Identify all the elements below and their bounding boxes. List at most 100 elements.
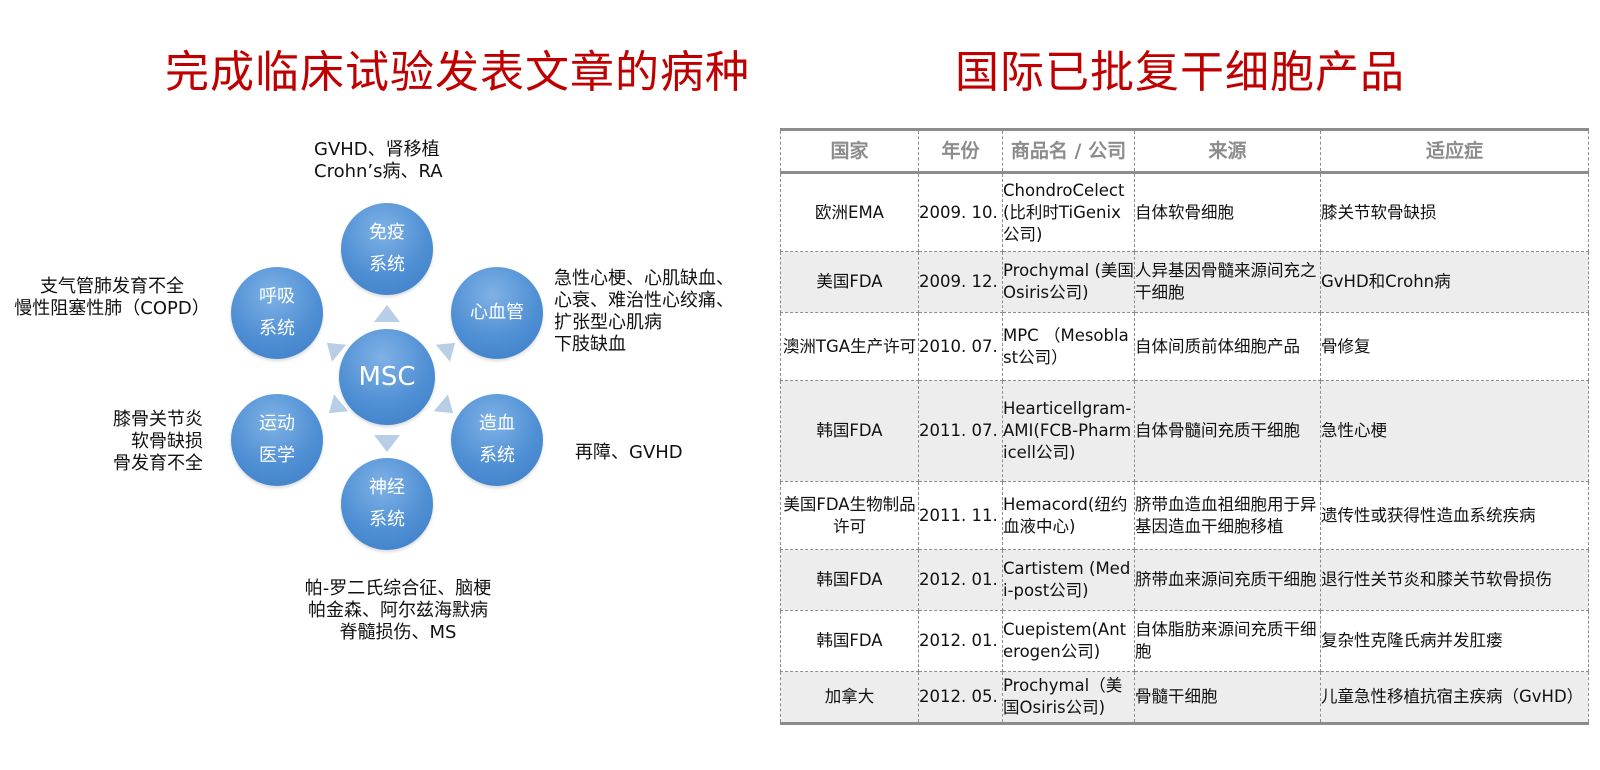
cardio-label: 心血管 (470, 302, 524, 323)
immune-annotation: GVHD、肾移植 Crohn’s病、RA (314, 139, 443, 183)
annotation-line: 心衰、难治性心绞痛、 (554, 290, 734, 311)
cell-year: 2011. 07. (918, 380, 1003, 482)
cell-source: 脐带血造血祖细胞用于异基因造血干细胞移植 (1134, 481, 1321, 550)
annotation-line: 脊髓损伤、MS (339, 622, 457, 643)
header-source: 来源 (1134, 129, 1321, 174)
annotation-line: 慢性阻塞性肺（COPD） (14, 298, 210, 319)
cell-source: 人异基因骨髓来源间充之干细胞 (1134, 251, 1321, 313)
motor-annotation: 膝骨关节炎 软骨缺损 骨发育不全 (60, 409, 203, 475)
immune-label-1: 免疫 (369, 222, 405, 243)
immune-label-2: 系统 (369, 254, 405, 275)
resp-label-2: 系统 (259, 318, 295, 339)
approved-products-table: 国家 年份 商品名 / 公司 来源 适应症 欧洲EMA 2009. 10. Ch… (780, 128, 1589, 725)
cell-product: MPC （Mesoblast公司） (1002, 312, 1135, 381)
cell-product: Prochymal（美国Osiris公司) (1002, 671, 1135, 724)
right-title: 国际已批复干细胞产品 (955, 47, 1405, 98)
neuro-annotation: 帕-罗二氏综合征、脑梗 帕金森、阿尔兹海默病 脊髓损伤、MS (288, 578, 508, 644)
table-row: 美国FDA 2009. 12. Prochymal (美国Osiris公司) 人… (780, 251, 1589, 313)
neuro-label-1: 神经 (369, 477, 405, 498)
annotation-line: 骨发育不全 (113, 453, 203, 474)
table-row: 欧洲EMA 2009. 10. ChondroCelect (比利时TiGeni… (780, 172, 1589, 252)
cell-country: 澳洲TGA生产许可 (780, 312, 919, 381)
table-header-row: 国家 年份 商品名 / 公司 来源 适应症 (780, 129, 1589, 174)
cell-indication: 膝关节软骨缺损 (1320, 172, 1589, 252)
cell-source: 自体间质前体细胞产品 (1134, 312, 1321, 381)
annotation-line: 膝骨关节炎 (113, 409, 203, 430)
cell-year: 2009. 10. (918, 172, 1003, 252)
cell-year: 2012. 01. (918, 549, 1003, 611)
msc-diagram: MSC 免疫 系统 心血管 造血 系统 神经 系统 运动 医学 呼吸 系统 GV… (0, 0, 760, 770)
left-title: 完成临床试验发表文章的病种 (165, 47, 750, 98)
cell-year: 2010. 07. (918, 312, 1003, 381)
annotation-line: 再障、GVHD (575, 442, 683, 463)
cell-indication: 退行性关节炎和膝关节软骨损伤 (1320, 549, 1589, 611)
cell-product: Cartistem (Medi-post公司) (1002, 549, 1135, 611)
cell-indication: 儿童急性移植抗宿主疾病（GvHD） (1320, 671, 1589, 724)
arrow-up-icon (374, 305, 400, 322)
cell-product: Prochymal (美国Osiris公司) (1002, 251, 1135, 313)
table-row: 澳洲TGA生产许可 2010. 07. MPC （Mesoblast公司） 自体… (780, 312, 1589, 381)
cell-product: Cuepistem(Anterogen公司) (1002, 610, 1135, 672)
hemato-label-2: 系统 (479, 445, 515, 466)
cell-country: 美国FDA生物制品许可 (780, 481, 919, 550)
neuro-node: 神经 系统 (341, 458, 433, 550)
annotation-line: 支气管肺发育不全 (40, 276, 184, 297)
header-product: 商品名 / 公司 (1002, 129, 1135, 174)
hemato-annotation: 再障、GVHD (575, 442, 683, 464)
arrow-down-icon (374, 435, 400, 452)
cell-country: 美国FDA (780, 251, 919, 313)
motor-label-2: 医学 (259, 445, 295, 466)
cell-source: 自体脂肪来源间充质干细胞 (1134, 610, 1321, 672)
cardio-annotation: 急性心梗、心肌缺血、 心衰、难治性心绞痛、 扩张型心肌病 下肢缺血 (554, 268, 734, 356)
header-country: 国家 (780, 129, 919, 174)
annotation-line: 扩张型心肌病 (554, 312, 662, 333)
hemato-node: 造血 系统 (451, 394, 543, 486)
table-row: 美国FDA生物制品许可 2011. 11. Hemacord(纽约血液中心) 脐… (780, 481, 1589, 550)
cell-year: 2012. 01. (918, 610, 1003, 672)
cell-year: 2012. 05. (918, 671, 1003, 724)
table-row: 韩国FDA 2012. 01. Cuepistem(Anterogen公司) 自… (780, 610, 1589, 672)
immune-node: 免疫 系统 (341, 203, 433, 295)
annotation-line: 帕-罗二氏综合征、脑梗 (304, 578, 492, 599)
cell-country: 加拿大 (780, 671, 919, 724)
hemato-label-1: 造血 (479, 413, 515, 434)
cardio-node: 心血管 (451, 267, 543, 359)
resp-node: 呼吸 系统 (231, 267, 323, 359)
annotation-line: GVHD、肾移植 (314, 139, 440, 160)
resp-annotation: 支气管肺发育不全 慢性阻塞性肺（COPD） (6, 276, 218, 320)
motor-node: 运动 医学 (231, 394, 323, 486)
msc-node: MSC (339, 329, 435, 425)
cell-product: ChondroCelect (比利时TiGenix公司) (1002, 172, 1135, 252)
neuro-label-2: 系统 (369, 509, 405, 530)
cell-indication: 遗传性或获得性造血系统疾病 (1320, 481, 1589, 550)
annotation-line: 软骨缺损 (131, 431, 203, 452)
cell-source: 脐带血来源间充质干细胞 (1134, 549, 1321, 611)
table-row: 加拿大 2012. 05. Prochymal（美国Osiris公司) 骨髓干细… (780, 671, 1589, 724)
cell-year: 2009. 12. (918, 251, 1003, 313)
cell-product: Hemacord(纽约血液中心) (1002, 481, 1135, 550)
cell-source: 自体骨髓间充质干细胞 (1134, 380, 1321, 482)
motor-label-1: 运动 (259, 413, 295, 434)
annotation-line: 下肢缺血 (554, 334, 626, 355)
resp-label-1: 呼吸 (259, 286, 295, 307)
cell-country: 韩国FDA (780, 610, 919, 672)
cell-country: 韩国FDA (780, 380, 919, 482)
cell-country: 韩国FDA (780, 549, 919, 611)
cell-year: 2011. 11. (918, 481, 1003, 550)
cell-indication: 复杂性克隆氏病并发肛瘘 (1320, 610, 1589, 672)
annotation-line: 帕金森、阿尔兹海默病 (308, 600, 488, 621)
cell-indication: GvHD和Crohn病 (1320, 251, 1589, 313)
msc-label: MSC (358, 362, 416, 392)
annotation-line: 急性心梗、心肌缺血、 (554, 268, 734, 289)
cell-indication: 急性心梗 (1320, 380, 1589, 482)
cell-product: Hearticellgram-AMI(FCB-Pharmicell公司) (1002, 380, 1135, 482)
cell-source: 自体软骨细胞 (1134, 172, 1321, 252)
annotation-line: Crohn’s病、RA (314, 161, 443, 182)
cell-country: 欧洲EMA (780, 172, 919, 252)
cell-source: 骨髓干细胞 (1134, 671, 1321, 724)
table-row: 韩国FDA 2012. 01. Cartistem (Medi-post公司) … (780, 549, 1589, 611)
table-row: 韩国FDA 2011. 07. Hearticellgram-AMI(FCB-P… (780, 380, 1589, 482)
header-year: 年份 (918, 129, 1003, 174)
header-indication: 适应症 (1320, 129, 1589, 174)
cell-indication: 骨修复 (1320, 312, 1589, 381)
